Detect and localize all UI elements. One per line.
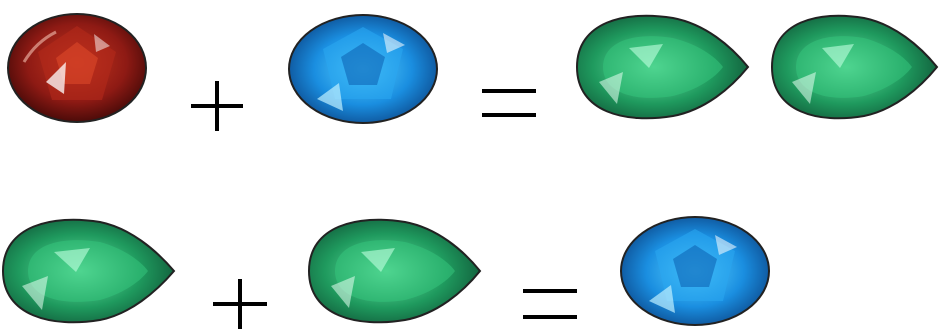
blue-oval-gem	[287, 13, 439, 125]
green-pear-gem	[768, 8, 939, 126]
equals-sign	[522, 287, 578, 321]
equals-sign	[481, 87, 537, 119]
green-pear-gem	[0, 212, 176, 330]
green-pear-gem	[573, 8, 751, 126]
plus-sign	[188, 80, 246, 132]
blue-oval-gem	[619, 215, 771, 327]
red-oval-gem	[6, 12, 148, 124]
plus-sign	[210, 278, 270, 330]
green-pear-gem	[305, 212, 483, 330]
